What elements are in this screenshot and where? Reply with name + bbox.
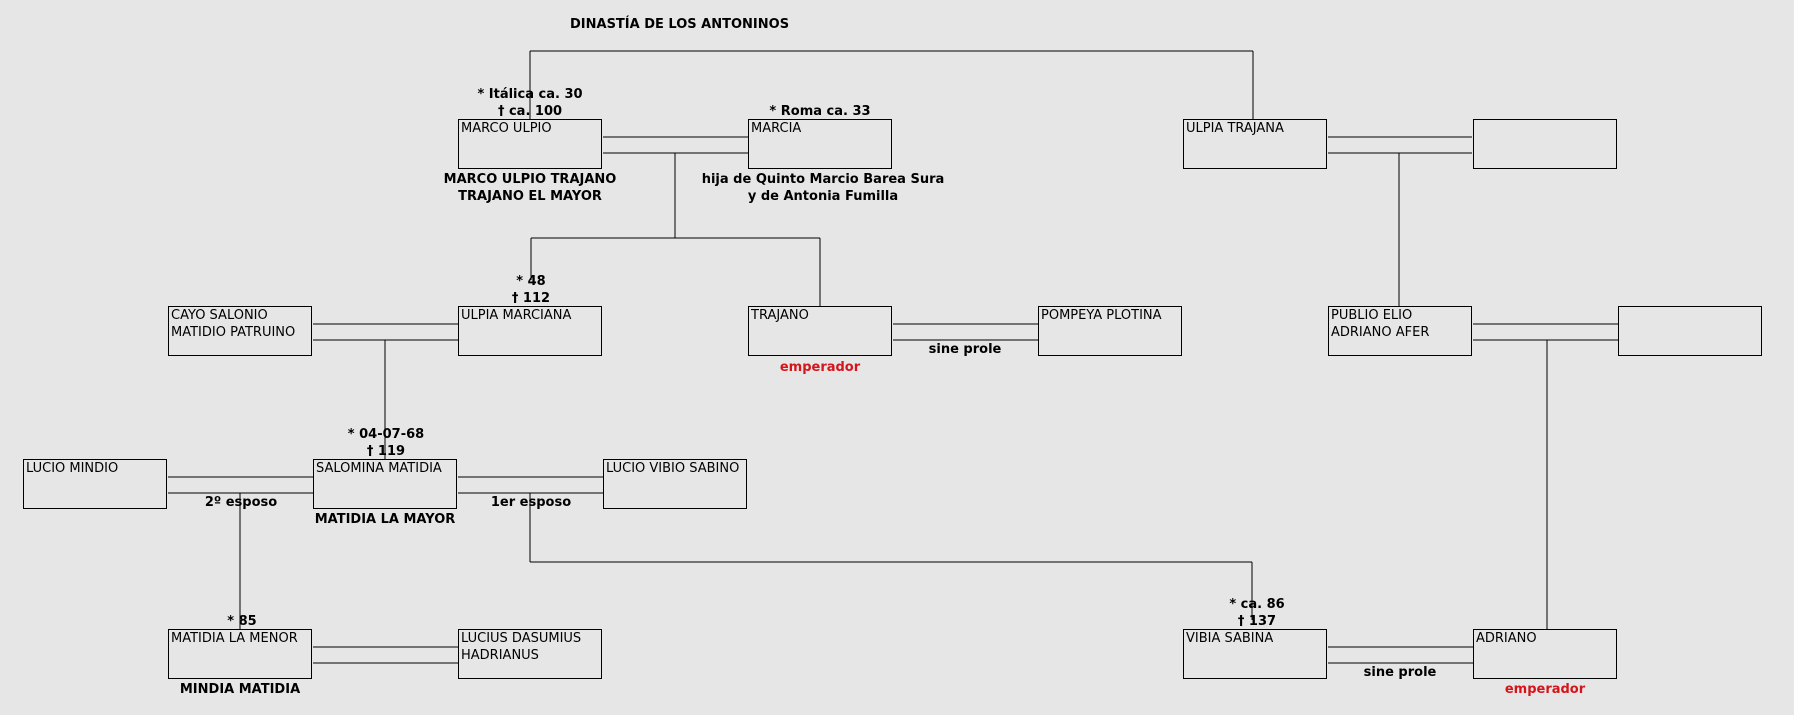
salomina-dates: * 04-07-68 † 119 (347, 427, 425, 459)
person-ulpia-trajana-spouse (1473, 119, 1617, 169)
sabino-marriage-note: 1er esposo (490, 495, 572, 510)
person-cayo-salonio: CAYO SALONIO MATIDIO PATRUINO (168, 306, 312, 356)
ulpia-marciana-dates: * 48 † 112 (511, 274, 551, 306)
salomina-alias: MATIDIA LA MAYOR (314, 512, 456, 527)
person-lucio-mindio: LUCIO MINDIO (23, 459, 167, 509)
person-trajano: TRAJANO (748, 306, 892, 356)
person-salomina-matidia: SALOMINA MATIDIA (313, 459, 457, 509)
marcia-dates: * Roma ca. 33 (769, 104, 871, 119)
person-lucio-vibio-sabino: LUCIO VIBIO SABINO (603, 459, 747, 509)
marco-ulpio-dates: * Itálica ca. 30 † ca. 100 (477, 87, 583, 119)
person-lucius-dasumius: LUCIUS DASUMIUS HADRIANUS (458, 629, 602, 679)
matidia-menor-alias: MINDIA MATIDIA (179, 682, 301, 697)
person-adriano: ADRIANO (1473, 629, 1617, 679)
diagram-title: DINASTÍA DE LOS ANTONINOS (570, 17, 790, 32)
person-matidia-la-menor: MATIDIA LA MENOR (168, 629, 312, 679)
mindio-marriage-note: 2º esposo (204, 495, 278, 510)
person-publio-elio-spouse (1618, 306, 1762, 356)
person-marco-ulpio: MARCO ULPIO (458, 119, 602, 169)
person-marcia: MARCIA (748, 119, 892, 169)
adriano-role: emperador (1504, 682, 1586, 697)
adriano-marriage-note: sine prole (1363, 665, 1437, 680)
person-ulpia-trajana: ULPIA TRAJANA (1183, 119, 1327, 169)
vibia-sabina-dates: * ca. 86 † 137 (1229, 597, 1285, 629)
person-pompeya-plotina: POMPEYA PLOTINA (1038, 306, 1182, 356)
person-vibia-sabina: VIBIA SABINA (1183, 629, 1327, 679)
trajano-marriage-note: sine prole (928, 342, 1002, 357)
marco-ulpio-alias: MARCO ULPIO TRAJANO TRAJANO EL MAYOR (443, 172, 617, 204)
marcia-note: hija de Quinto Marcio Barea Sura y de An… (701, 172, 945, 204)
matidia-menor-dates: * 85 (227, 614, 257, 629)
trajano-role: emperador (779, 360, 861, 375)
person-publio-elio: PUBLIO ELIO ADRIANO AFER (1328, 306, 1472, 356)
person-ulpia-marciana: ULPIA MARCIANA (458, 306, 602, 356)
